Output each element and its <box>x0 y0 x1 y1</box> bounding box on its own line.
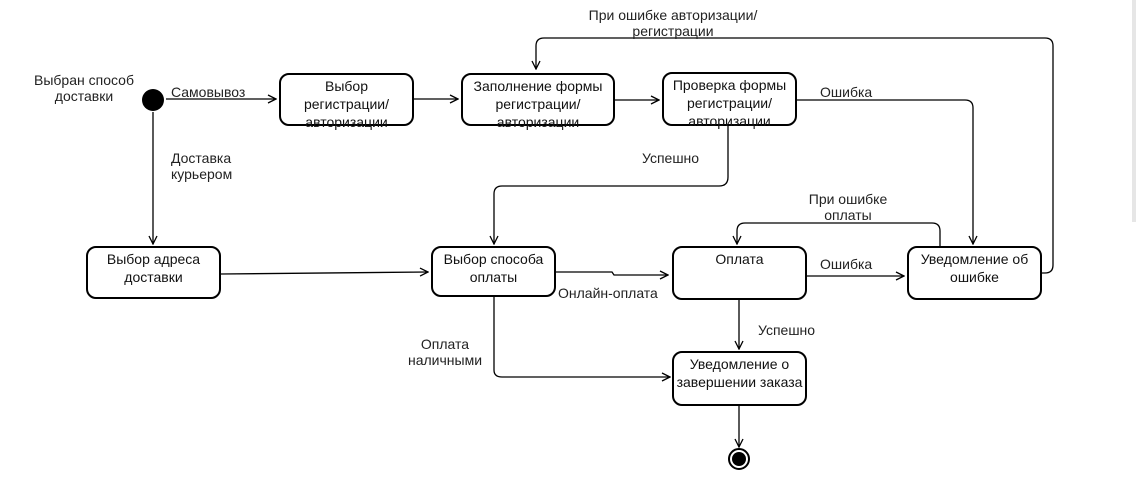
state-label: Уведомление о завершении заказа <box>676 356 803 390</box>
state-label: Уведомление об ошибке <box>920 251 1029 285</box>
check-error-label: Ошибка <box>820 84 873 100</box>
state-payment[interactable]: Оплата <box>672 246 807 300</box>
online-label: Онлайн-оплата <box>558 285 658 301</box>
state-label: Выбор способа оплаты <box>443 251 544 285</box>
state-check-form[interactable]: Проверка формы регистрации/ авторизации <box>662 72 797 129</box>
start-label: Выбран способ доставки <box>34 72 134 104</box>
edge-choice-to-payment <box>556 272 668 275</box>
auth-error-loop-label: При ошибке авторизации/ регистрации <box>588 7 758 39</box>
cash-label: Оплата наличными <box>407 336 483 368</box>
edge-check-to-payment-choice <box>494 126 729 244</box>
state-choose-address[interactable]: Выбор адреса доставки <box>86 246 221 299</box>
final-node-inner <box>732 452 746 466</box>
edge-choice-to-done <box>493 297 670 377</box>
state-done-notice[interactable]: Уведомление о завершении заказа <box>672 351 807 406</box>
pay-success-label: Успешно <box>758 322 816 338</box>
state-fill-form[interactable]: Заполнение формы регистрации/ авторизаци… <box>461 73 615 130</box>
edge-error-to-form-loop <box>536 37 1054 274</box>
courier-label: Доставка курьером <box>171 150 233 182</box>
state-choose-auth[interactable]: Выбор регистрации/ авторизации <box>279 73 414 130</box>
pay-error-label: Ошибка <box>820 256 873 272</box>
edge-error-to-payment-loop <box>737 222 941 248</box>
state-label: Проверка формы регистрации/ авторизации <box>672 77 787 129</box>
pay-error-loop-label: При ошибке оплаты <box>808 191 888 223</box>
check-success-label: Успешно <box>642 150 700 166</box>
state-label: Оплата <box>715 251 764 267</box>
edge-check-to-error <box>797 99 973 244</box>
edge-address-to-payment-choice <box>220 272 428 274</box>
initial-node <box>142 89 164 111</box>
state-choose-payment[interactable]: Выбор способа оплаты <box>431 246 556 297</box>
state-error-notice[interactable]: Уведомление об ошибке <box>907 246 1042 300</box>
state-label: Заполнение формы регистрации/ авторизаци… <box>473 78 603 130</box>
state-label: Выбор регистрации/ авторизации <box>303 78 390 130</box>
state-label: Выбор адреса доставки <box>106 251 201 285</box>
scrollbar[interactable] <box>1132 0 1136 222</box>
pickup-label: Самовывоз <box>171 84 246 100</box>
